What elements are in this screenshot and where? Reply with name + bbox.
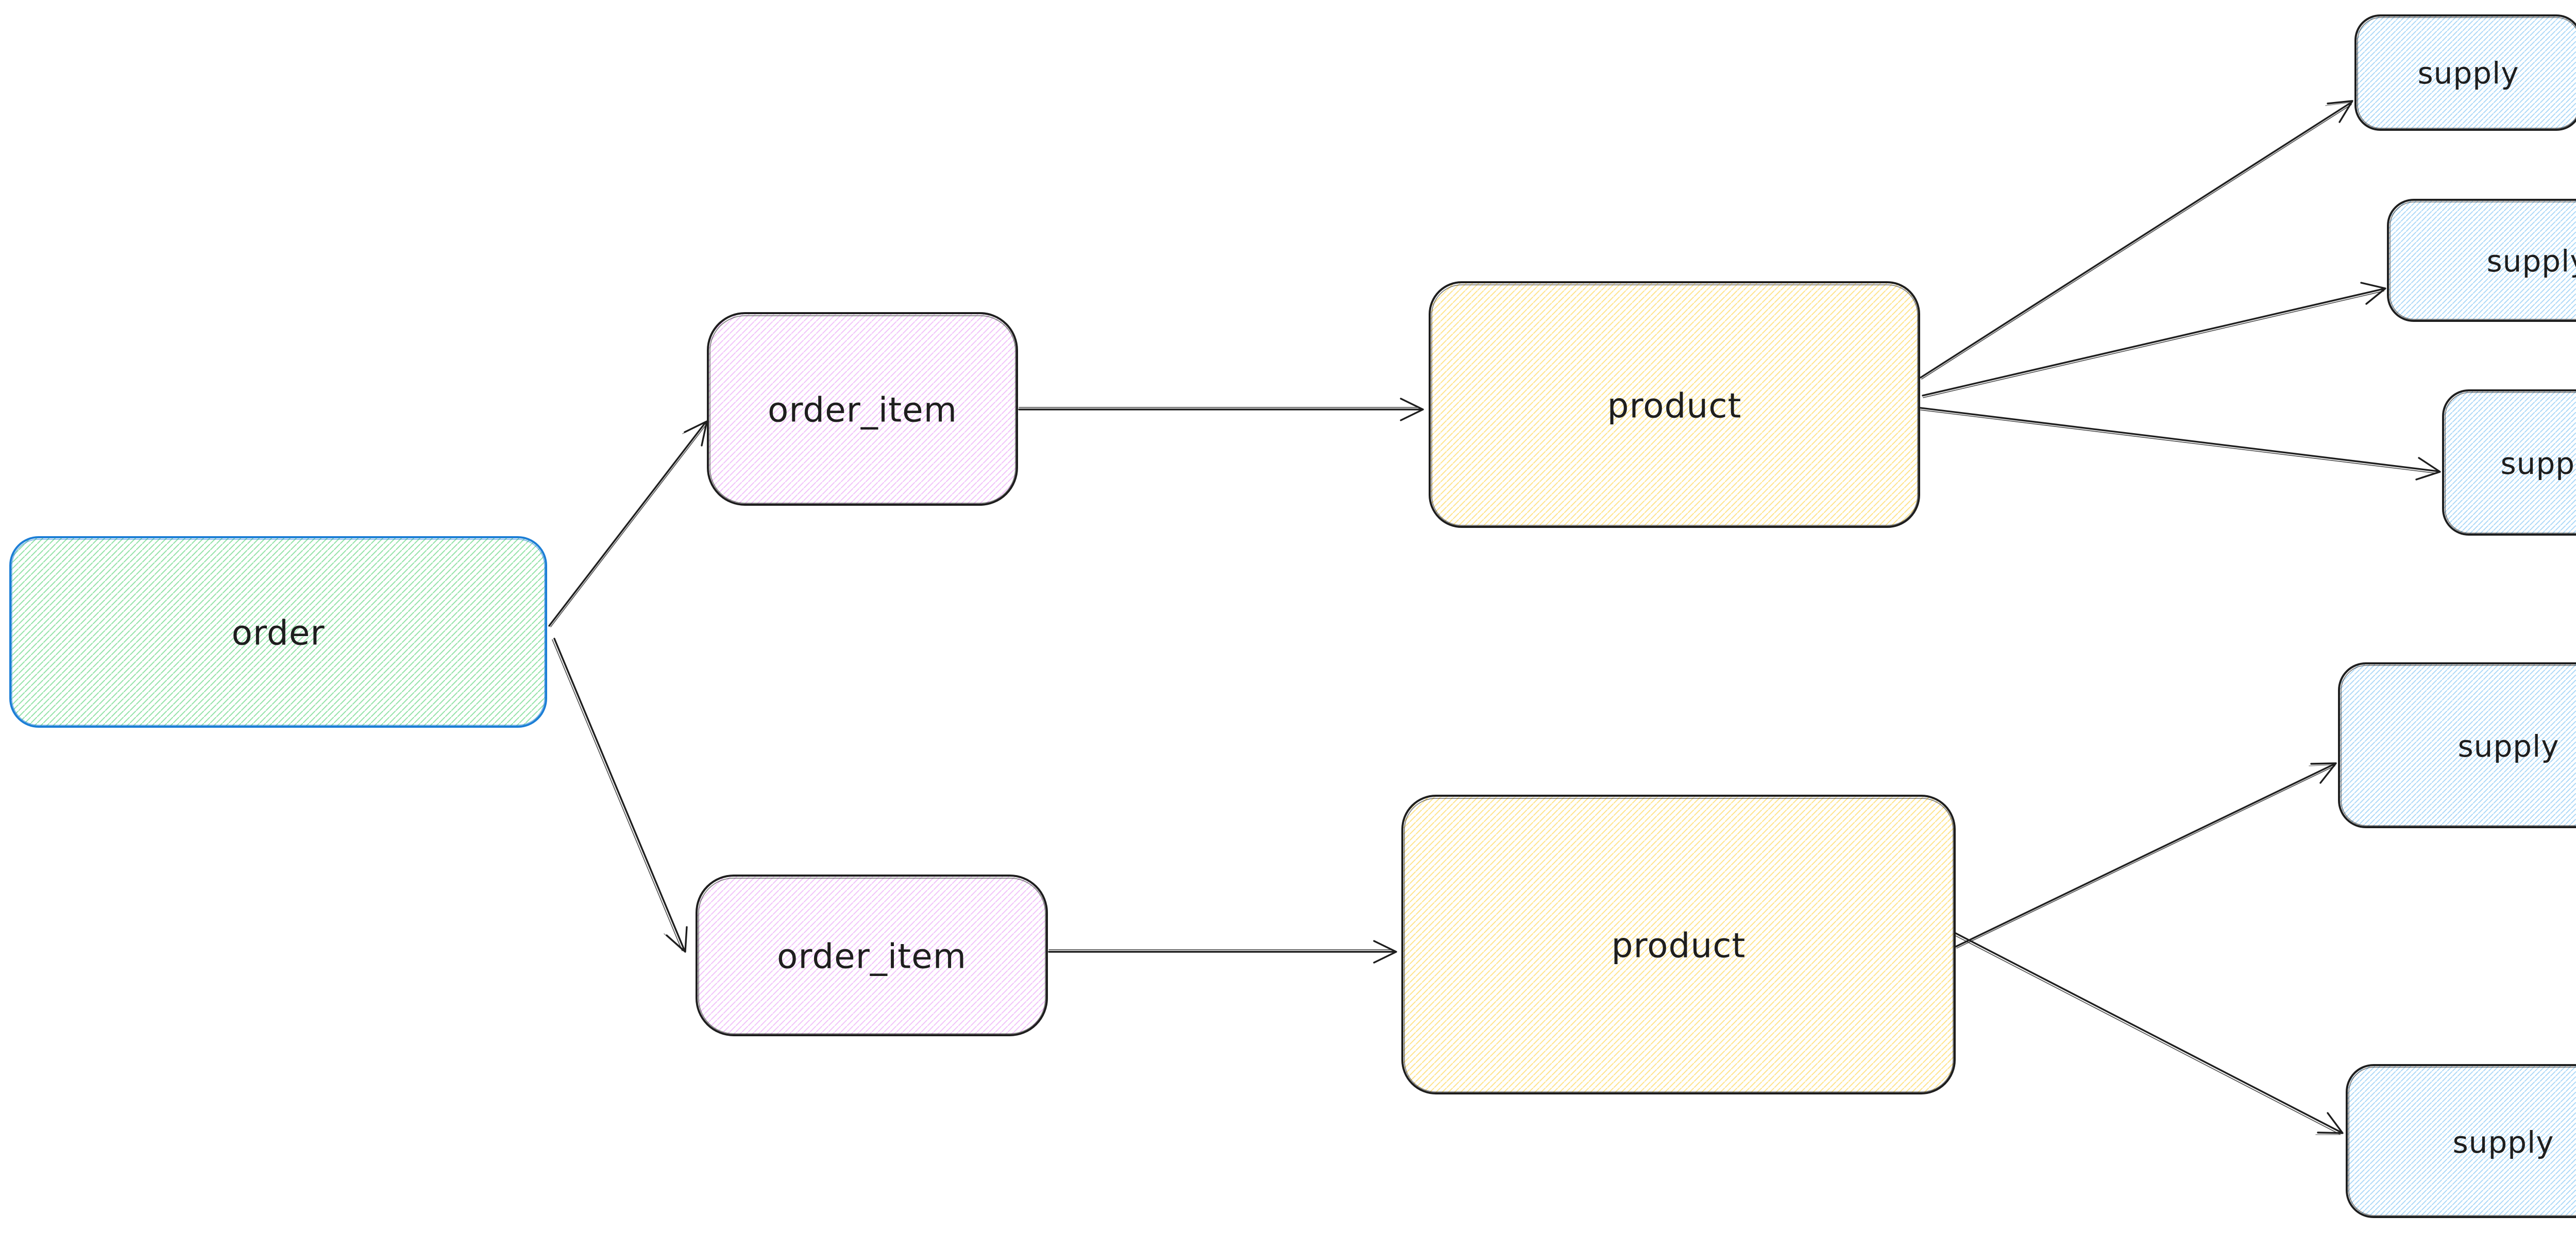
edge-product-1-to-supply-1[interactable] <box>1920 100 2353 380</box>
edge-line <box>553 638 685 951</box>
node-order-item-1-shape[interactable] <box>707 312 1018 506</box>
node-order-item-1-echo <box>709 315 1016 504</box>
node-supply-5[interactable]: supply <box>2346 1064 2576 1218</box>
node-supply-1[interactable]: supply <box>2354 14 2576 131</box>
node-product-1-shape[interactable] <box>1429 281 1920 528</box>
arrowhead-icon <box>1373 940 1397 964</box>
node-supply-2[interactable]: supply <box>2387 199 2576 322</box>
edge-echo-line <box>1920 409 2437 474</box>
node-product-2-echo <box>1404 798 1954 1092</box>
arrowhead-icon <box>2310 762 2337 784</box>
node-supply-2-echo <box>2389 201 2576 320</box>
node-product-1-echo <box>1431 284 1918 526</box>
node-product-2-shape[interactable] <box>1401 795 1956 1094</box>
edge-echo-line <box>552 639 683 951</box>
node-supply-4-shape[interactable] <box>2338 662 2576 828</box>
node-product-2-label: product <box>1612 926 1746 966</box>
node-supply-1-label: supply <box>2417 56 2519 91</box>
node-supply-2-shape[interactable] <box>2387 199 2576 322</box>
node-order-item-2[interactable]: order_item <box>696 875 1048 1036</box>
edge-line <box>1920 407 2439 472</box>
edge-line <box>1955 932 2342 1133</box>
edge-order-to-order-item-1[interactable] <box>548 420 708 627</box>
node-order-item-2-echo <box>698 878 1046 1034</box>
node-supply-1-echo <box>2357 17 2576 129</box>
edge-echo-line <box>1921 104 2352 380</box>
arrowhead-echo-icon <box>2325 102 2351 106</box>
edge-line <box>1955 763 2335 948</box>
node-supply-5-shape[interactable] <box>2346 1064 2576 1218</box>
node-product-1[interactable]: product <box>1429 281 1920 528</box>
edge-product-1-to-supply-3[interactable] <box>1920 407 2441 481</box>
node-supply-4[interactable]: supply <box>2338 662 2576 828</box>
arrowhead-icon <box>1400 398 1424 421</box>
node-product-2[interactable]: product <box>1401 795 1956 1094</box>
node-supply-3-shape[interactable] <box>2442 389 2576 536</box>
edge-product-1-to-supply-2[interactable] <box>1922 282 2386 398</box>
arrowhead-icon <box>2317 1112 2344 1134</box>
node-supply-1-shape[interactable] <box>2354 14 2576 131</box>
edge-echo-line <box>1954 935 2340 1135</box>
node-order-label: order <box>232 613 325 653</box>
edge-echo-line <box>1923 290 2384 398</box>
arrowhead-echo-icon <box>682 422 705 434</box>
node-product-1-label: product <box>1607 386 1742 426</box>
arrowhead-icon <box>666 926 688 953</box>
node-supply-3[interactable]: supply <box>2442 389 2576 536</box>
edge-line <box>548 422 706 627</box>
node-supply-4-label: supply <box>2458 729 2559 764</box>
node-order-item-1-label: order_item <box>768 390 957 430</box>
edge-echo-line <box>1956 765 2335 949</box>
arrowhead-icon <box>2360 282 2386 305</box>
edge-order-to-order-item-2[interactable] <box>552 638 688 953</box>
edge-echo-line <box>550 424 707 627</box>
arrowhead-icon <box>2415 457 2441 481</box>
edge-product-2-to-supply-4[interactable] <box>1955 762 2337 949</box>
arrowhead-echo-icon <box>2309 764 2334 766</box>
node-order-shape[interactable] <box>9 536 547 728</box>
arrowhead-icon <box>2327 100 2353 123</box>
node-order[interactable]: order <box>9 536 547 728</box>
node-supply-2-label: supply <box>2486 244 2576 279</box>
node-order-item-2-label: order_item <box>777 937 967 977</box>
edge-product-2-to-supply-5[interactable] <box>1954 932 2344 1135</box>
node-supply-3-label: supply <box>2500 446 2576 481</box>
edge-line <box>1920 102 2351 379</box>
edge-order-item-1-to-product-1[interactable] <box>1018 398 1424 421</box>
arrowhead-echo-icon <box>664 933 684 951</box>
node-order-item-2-shape[interactable] <box>696 875 1048 1036</box>
node-order-item-1[interactable]: order_item <box>707 312 1018 506</box>
node-supply-4-echo <box>2341 665 2576 826</box>
node-order-echo <box>11 539 545 726</box>
node-supply-5-label: supply <box>2452 1125 2554 1160</box>
node-supply-3-echo <box>2445 392 2576 534</box>
edge-line <box>1922 288 2384 397</box>
edge-order-item-2-to-product-2[interactable] <box>1048 940 1397 964</box>
node-supply-5-echo <box>2348 1067 2576 1216</box>
